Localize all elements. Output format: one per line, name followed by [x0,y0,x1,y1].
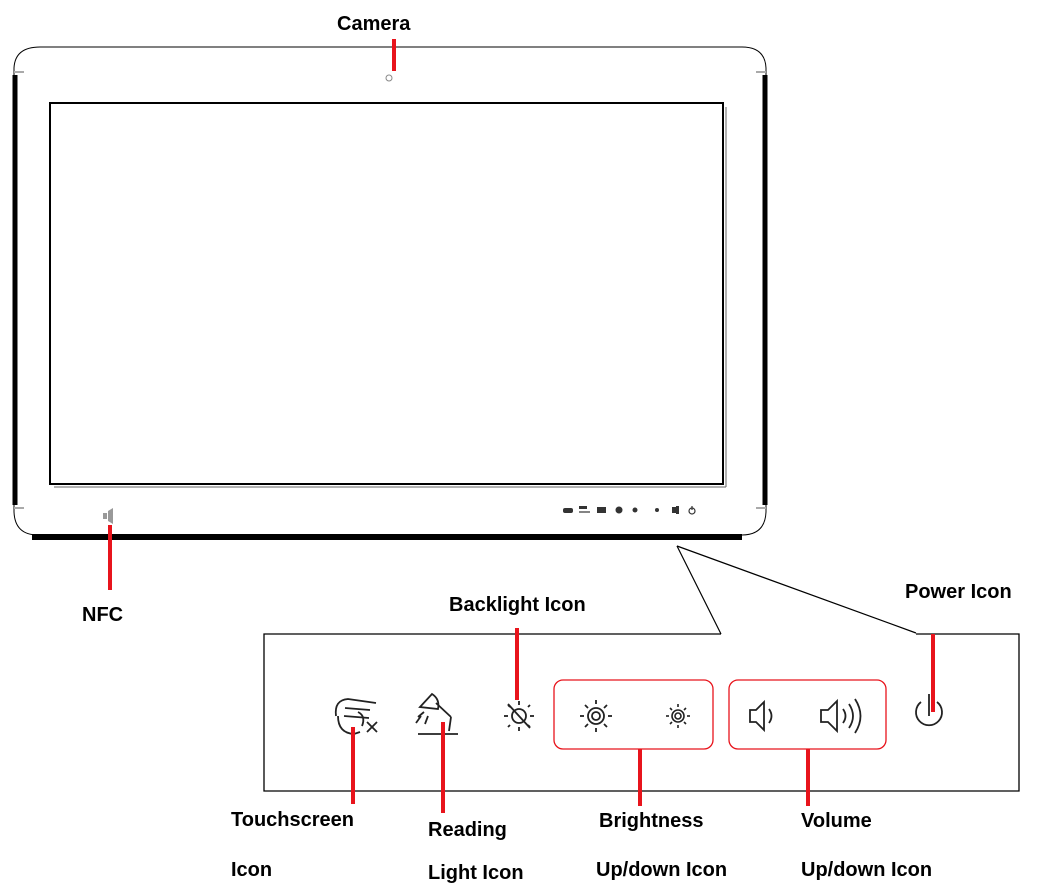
bezel-icon-strip [563,506,696,515]
touchscreen-icon [334,698,378,735]
camera-lens [385,74,393,82]
volume-group-box [728,679,887,750]
touchscreen-label-line2: Icon [231,859,273,881]
power-label: Power Icon [905,581,1012,603]
brightness-up-icon [580,700,612,732]
volume-label-line1: Volume [801,810,872,832]
power-icon [915,694,943,727]
volume-up-icon [820,698,862,734]
zoom-callout [676,545,917,635]
backlight-label: Backlight Icon [449,594,586,616]
brightness-down-icon [666,704,690,728]
brightness-label-line1: Brightness [599,810,704,832]
tablet-body [12,46,768,540]
nfc-mark [103,508,113,524]
callout-leaders [108,39,935,813]
reading-light-label-line2: Light Icon [428,862,524,884]
reading-light-label-line1: Reading [428,819,507,841]
tablet-screen [49,102,727,488]
brightness-label-line2: Up/down Icon [596,859,728,881]
camera-label: Camera [337,13,411,35]
reading-light-icon [415,692,458,735]
brightness-group-box [553,679,714,750]
volume-label-line2: Up/down Icon [801,859,933,881]
volume-down-icon [749,699,773,733]
nfc-label: NFC [82,604,124,626]
touchscreen-label-line1: Touchscreen [231,809,354,831]
backlight-icon [504,701,534,731]
